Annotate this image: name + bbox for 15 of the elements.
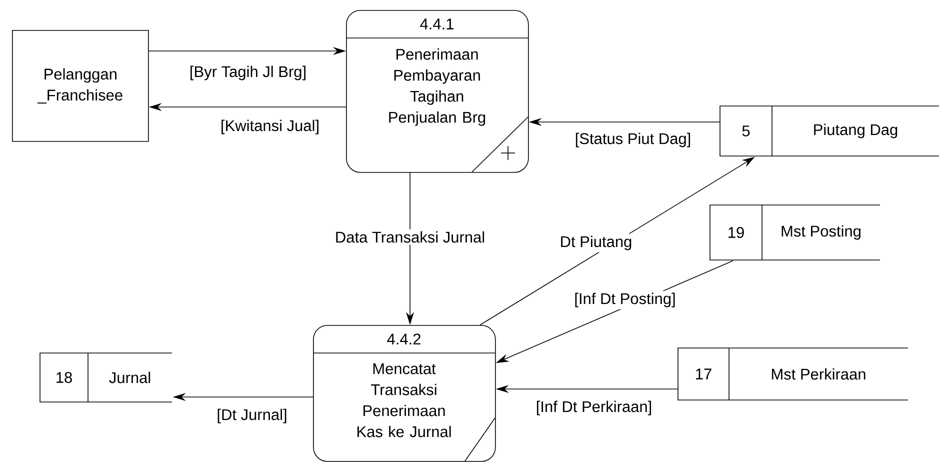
data-store: 19 Mst Posting	[710, 204, 880, 260]
edge-label: [Status Piut Dag]	[576, 132, 690, 148]
edge-label: [Inf Dt Posting]	[572, 290, 678, 310]
edge-label: [Byr Tagih Jl Brg]	[190, 66, 306, 80]
process-box: 4.4.1 Penerimaan Pembayaran Tagihan Penjualan Brg	[346, 10, 529, 173]
entity-box: Pelanggan _Franchisee	[12, 30, 149, 142]
edge-label: [Kwitansi Jual]	[222, 120, 318, 134]
edge-label: Dt Piutang	[558, 234, 634, 252]
edge-label: [Inf Dt Perkiraan]	[536, 400, 652, 416]
data-store: 5 Piutang Dag	[720, 106, 939, 156]
data-store: 18 Jurnal	[40, 352, 172, 402]
data-store: 17 Mst Perkiraan	[678, 348, 908, 400]
process-box: 4.4.2 Mencatat Transaksi Penerimaan Kas ke Jurnal	[312, 325, 496, 462]
edge-label: [Dt Jurnal]	[218, 408, 286, 424]
edge-label: Data Transaksi Jurnal	[332, 229, 488, 245]
